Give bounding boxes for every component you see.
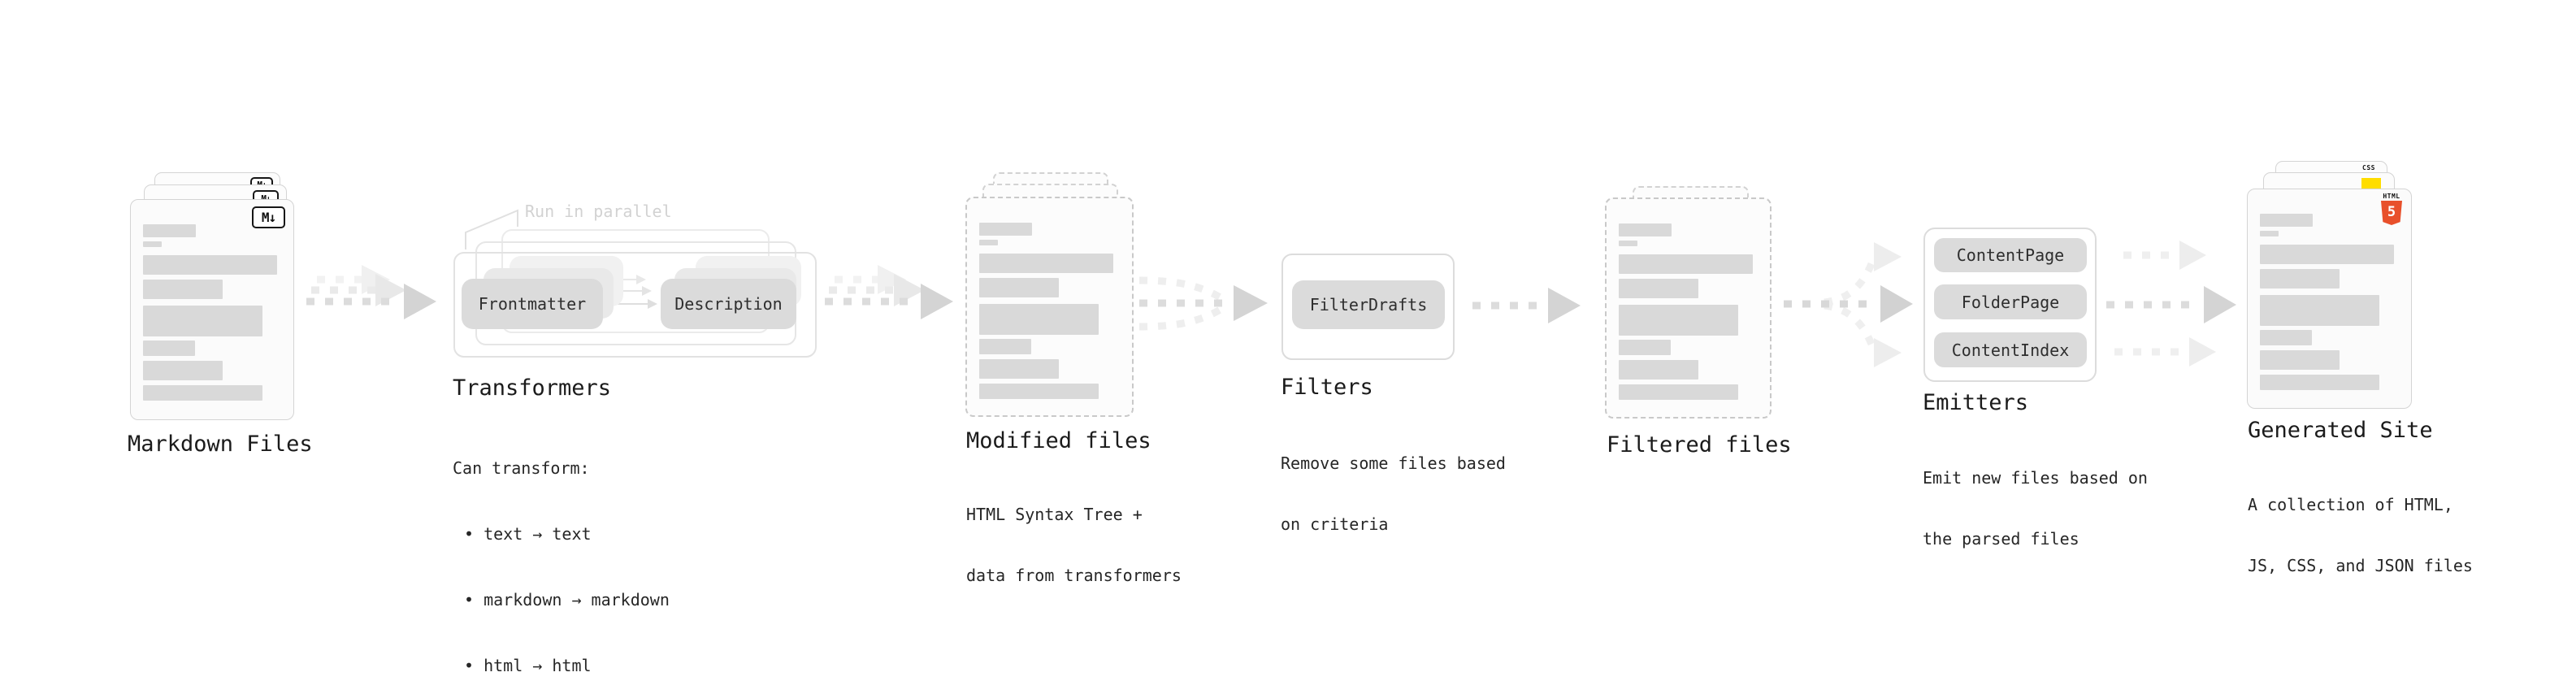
skeleton-line xyxy=(1619,360,1698,380)
skeleton-line xyxy=(1619,384,1738,400)
stage-label-filters: Filters xyxy=(1281,375,1373,400)
skeleton-line xyxy=(1619,223,1672,236)
transformer-pill-frontmatter: Frontmatter xyxy=(462,279,603,329)
modified-files-description: HTML Syntax Tree + data from transformer… xyxy=(966,464,1182,627)
skeleton-line xyxy=(2260,295,2379,326)
skeleton-line xyxy=(979,223,1032,236)
desc-line: Emit new files based on xyxy=(1923,468,2148,488)
desc-line: Remove some files based xyxy=(1281,453,1506,473)
stage-label-filtered-files: Filtered files xyxy=(1607,432,1792,458)
skeleton-line xyxy=(2260,330,2312,345)
transformers-bullet: • markdown → markdown xyxy=(464,590,670,609)
run-in-parallel-annotation: Run in parallel xyxy=(525,202,672,221)
desc-line: JS, CSS, and JSON files xyxy=(2248,556,2473,575)
arrow-transformers-to-modified xyxy=(825,265,953,319)
skeleton-line xyxy=(1619,340,1671,355)
skeleton-line xyxy=(979,278,1059,297)
skeleton-line xyxy=(1619,305,1738,336)
markdown-icon: M↓ xyxy=(252,206,285,228)
arrow-filtered-to-emitters-diverge xyxy=(1784,242,1913,367)
desc-line: on criteria xyxy=(1281,514,1389,534)
skeleton-line xyxy=(979,384,1099,399)
skeleton-line xyxy=(143,255,277,275)
skeleton-line xyxy=(143,241,162,247)
skeleton-line xyxy=(143,280,223,299)
skeleton-line xyxy=(143,361,223,380)
skeleton-line xyxy=(979,359,1059,379)
stage-label-markdown-files: Markdown Files xyxy=(128,432,313,457)
emitter-pill-folderpage: FolderPage xyxy=(1934,284,2087,319)
skeleton-line xyxy=(143,340,195,356)
skeleton-line xyxy=(979,304,1099,335)
skeleton-line xyxy=(2260,231,2279,236)
skeleton-line xyxy=(2260,350,2340,370)
skeleton-line xyxy=(979,240,998,245)
skeleton-line xyxy=(1619,241,1637,246)
arrow-emitters-to-site xyxy=(2106,241,2236,367)
filtered-file-card xyxy=(1605,197,1772,419)
markdown-file-card: M↓ xyxy=(130,199,294,420)
skeleton-line xyxy=(143,306,262,336)
skeleton-line xyxy=(143,224,196,237)
modified-file-card xyxy=(965,197,1134,417)
generated-site-description: A collection of HTML, JS, CSS, and JSON … xyxy=(2248,454,2473,617)
skeleton-line xyxy=(2260,214,2313,227)
arrow-markdown-to-transformers xyxy=(306,265,436,319)
filter-pill-filterdrafts: FilterDrafts xyxy=(1292,280,1445,329)
transformers-bullet: • text → text xyxy=(464,524,592,544)
arrow-filters-to-filtered xyxy=(1472,288,1581,323)
site-file-card-html: HTML 5 xyxy=(2247,189,2412,409)
skeleton-line xyxy=(2260,245,2394,264)
emitters-description: Emit new files based on the parsed files xyxy=(1923,427,2148,590)
skeleton-line xyxy=(2260,375,2379,390)
stage-label-transformers: Transformers xyxy=(453,375,612,401)
skeleton-line xyxy=(2260,269,2340,288)
html5-icon-label: HTML xyxy=(2383,193,2400,200)
skeleton-line xyxy=(979,254,1113,273)
transformers-bullet: • html → html xyxy=(464,656,592,675)
arrow-modified-to-filters-converge xyxy=(1138,276,1268,331)
stage-label-modified-files: Modified files xyxy=(966,428,1151,453)
transformers-description: Can transform: • text → text • markdown … xyxy=(453,414,670,681)
skeleton-line xyxy=(979,339,1031,354)
emitter-pill-contentpage: ContentPage xyxy=(1934,238,2087,272)
html5-icon-number: 5 xyxy=(2387,203,2396,220)
skeleton-line xyxy=(1619,254,1753,274)
javascript-icon xyxy=(2361,178,2381,191)
run-in-parallel-callout-line xyxy=(465,209,518,249)
stage-label-generated-site: Generated Site xyxy=(2248,418,2433,443)
transformer-pill-description: Description xyxy=(661,279,796,329)
desc-line: A collection of HTML, xyxy=(2248,495,2453,514)
emitter-pill-contentindex: ContentIndex xyxy=(1934,332,2087,367)
skeleton-line xyxy=(143,385,262,401)
css-icon-label: CSS xyxy=(2362,164,2375,171)
transformers-box-front xyxy=(453,252,817,358)
stage-label-emitters: Emitters xyxy=(1923,390,2029,415)
desc-line: HTML Syntax Tree + xyxy=(966,505,1143,524)
transformers-desc-title: Can transform: xyxy=(453,458,590,478)
desc-line: data from transformers xyxy=(966,566,1182,585)
skeleton-line xyxy=(1619,279,1698,298)
html5-icon-shield: 5 xyxy=(2381,201,2402,225)
html5-icon: HTML 5 xyxy=(2381,193,2402,225)
desc-line: the parsed files xyxy=(1923,529,2079,549)
filters-description: Remove some files based on criteria xyxy=(1281,413,1506,575)
